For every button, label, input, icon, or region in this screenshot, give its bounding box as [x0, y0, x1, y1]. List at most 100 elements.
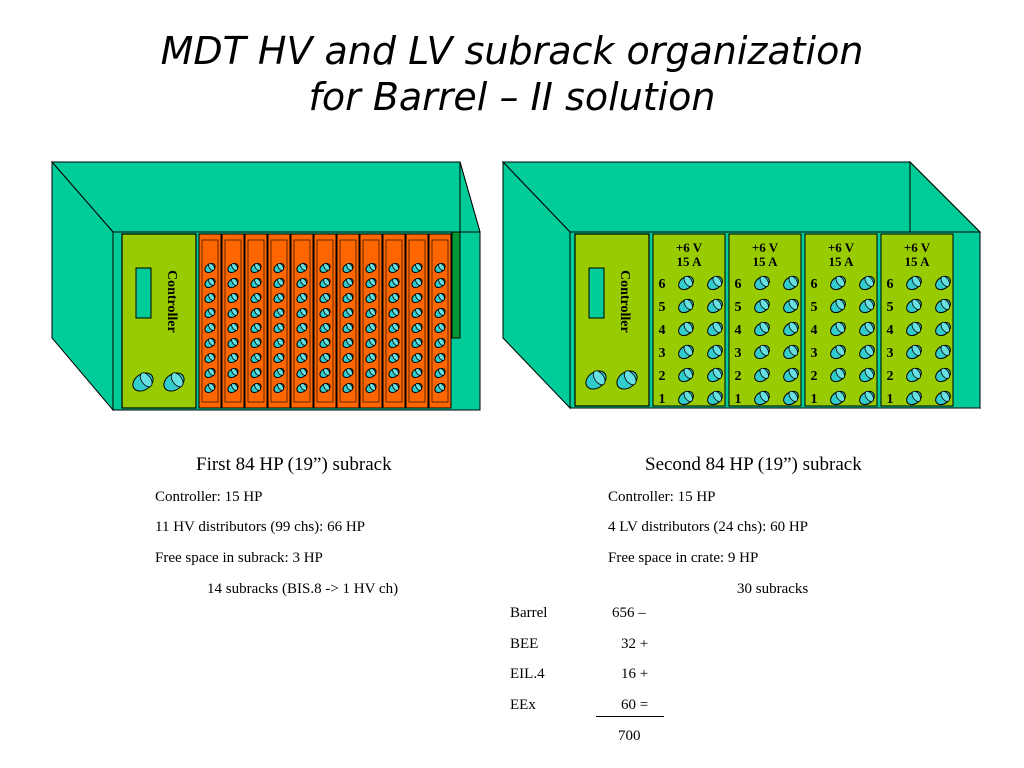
hv-card-10-connector-6: [411, 337, 423, 349]
hv-card-1-inset: [201, 239, 219, 403]
lv-card-3-channel-3-connector-a: [830, 344, 846, 360]
lv-card-1-channel-4-number: 4: [659, 323, 666, 338]
hv-card-4-connector-5: [273, 322, 285, 334]
hv-card-3-connector-5-face: [254, 322, 261, 331]
hv-card-4-connector-8: [273, 367, 285, 379]
hv-card-8-connector-1-face: [369, 262, 376, 271]
tally-label-eil4: EIL.4: [510, 666, 545, 682]
hv-card-10-inset: [408, 239, 426, 403]
hv-card-1: [198, 233, 222, 409]
hv-card-6-connector-7: [319, 352, 331, 364]
hv-card-1-panel: [198, 233, 222, 409]
hv-card-7-connector-9-face: [346, 382, 353, 391]
lv-card-3-voltage: +6 V: [828, 240, 855, 255]
hv-card-10-panel: [405, 233, 429, 409]
lv-card-3-channel-1-number: 1: [811, 392, 818, 407]
lv-card-2-channel-1-connector-a-face: [759, 390, 769, 402]
hv-card-5-connector-7: [296, 352, 308, 364]
lv-card-4-channel-3-connector-a-face: [911, 344, 921, 356]
lv-card-3-channel-5-number: 5: [811, 300, 818, 315]
lv-card-3-channel-1-connector-b-face: [864, 390, 874, 402]
hv-card-11-connector-2-face: [438, 277, 445, 286]
first-subrack-detail-controller: Controller: 15 HP: [155, 489, 263, 505]
hv-card-6-connector-6-face: [323, 337, 330, 346]
lv-card-2-channel-5-connector-b: [783, 298, 799, 314]
hv-card-7-connector-2-face: [346, 277, 353, 286]
lv-card-2-channel-5-connector-b-face: [788, 298, 798, 310]
hv-card-2-connector-2-face: [231, 277, 238, 286]
hv-card-3-connector-2-face: [254, 277, 261, 286]
hv-card-9-connector-7-face: [392, 352, 399, 361]
lv-card-1-channel-1-connector-b-face: [712, 390, 722, 402]
lv-card-1-channel-3-connector-a: [678, 344, 694, 360]
lv-card-1-channel-3-number: 3: [659, 346, 666, 361]
hv-card-6-connector-3: [319, 292, 331, 304]
hv-card-11-connector-6: [434, 337, 446, 349]
lv-card-3-channel-5-connector-a-face: [835, 298, 845, 310]
hv-card-11-connector-4: [434, 307, 446, 319]
lv-card-3-channel-4-connector-a-face: [835, 321, 845, 333]
hv-card-3-connector-6: [250, 337, 262, 349]
hv-card-8-connector-7-face: [369, 352, 376, 361]
hv-card-8-connector-1: [365, 262, 377, 274]
hv-card-6-connector-1-face: [323, 262, 330, 271]
lv-card-3-channel-1-connector-b: [859, 390, 875, 406]
lv-card-2-channel-5-connector-a: [754, 298, 770, 314]
hv-card-4-connector-9-face: [277, 382, 284, 391]
lv-card-4-channel-6-number: 6: [887, 277, 894, 292]
hv-card-5-connector-3-face: [300, 292, 307, 301]
hv-card-9-panel: [382, 233, 406, 409]
hv-card-9-connector-3-face: [392, 292, 399, 301]
hv-card-11-inset: [431, 239, 449, 403]
hv-card-9-connector-1: [388, 262, 400, 274]
lv-card-4-channel-4-connector-a-face: [911, 321, 921, 333]
lv-card-1-channel-3-connector-b: [707, 344, 723, 360]
lv-card-3-channel-2-connector-b-face: [864, 367, 874, 379]
hv-card-7-connector-3: [342, 292, 354, 304]
hv-card-10-connector-9: [411, 382, 423, 394]
hv-card-7-connector-1-face: [346, 262, 353, 271]
hv-card-6-connector-4-face: [323, 307, 330, 316]
hv-card-1-connector-4-face: [208, 307, 215, 316]
hv-card-9-connector-9: [388, 382, 400, 394]
hv-card-11-connector-4-face: [438, 307, 445, 316]
lv-card-1-channel-4-connector-b-face: [712, 321, 722, 333]
hv-card-10-connector-9-face: [415, 382, 422, 391]
lv-card-2-channel-5-number: 5: [735, 300, 742, 315]
lv-card-3-channel-6-number: 6: [811, 277, 818, 292]
hv-card-10-connector-7-face: [415, 352, 422, 361]
tally-value-bee: 32 +: [621, 636, 649, 652]
hv-card-4-connector-6: [273, 337, 285, 349]
hv-card-6-connector-7-face: [323, 352, 330, 361]
hv-card-4-connector-2: [273, 277, 285, 289]
hv-card-7-connector-7: [342, 352, 354, 364]
lv-card-1-channel-5-number: 5: [659, 300, 666, 315]
lv-card-1-channel-4-connector-a-face: [683, 321, 693, 333]
hv-card-3-panel: [244, 233, 268, 409]
hv-card-7-connector-4: [342, 307, 354, 319]
hv-card-10-connector-2-face: [415, 277, 422, 286]
hv-card-8-connector-6-face: [369, 337, 376, 346]
hv-card-8-panel: [359, 233, 383, 409]
lv-card-1-channel-2-connector-b: [707, 367, 723, 383]
hv-card-5-connector-5-face: [300, 322, 307, 331]
lv-card-2-channel-6-connector-a-face: [759, 275, 769, 287]
second-subrack-caption: Second 84 HP (19”) subrack: [645, 454, 862, 475]
hv-card-5-connector-9: [296, 382, 308, 394]
hv-card-4-connector-6-face: [277, 337, 284, 346]
first-subrack-detail-hv: 11 HV distributors (99 chs): 66 HP: [155, 519, 365, 535]
hv-card-1-connector-1: [204, 262, 216, 274]
lv-card-2-voltage: +6 V: [752, 240, 779, 255]
hv-card-8-connector-4: [365, 307, 377, 319]
hv-card-1-connector-4: [204, 307, 216, 319]
crate2-top-face: [501, 161, 982, 233]
hv-card-5-connector-1: [296, 262, 308, 274]
crate2-controller-knob-right: [616, 370, 638, 390]
lv-card-2-channel-3-connector-a: [754, 344, 770, 360]
lv-card-4-channel-6-connector-a-face: [911, 275, 921, 287]
hv-card-1-connector-9: [204, 382, 216, 394]
lv-card-2-channel-1-connector-a: [754, 390, 770, 406]
